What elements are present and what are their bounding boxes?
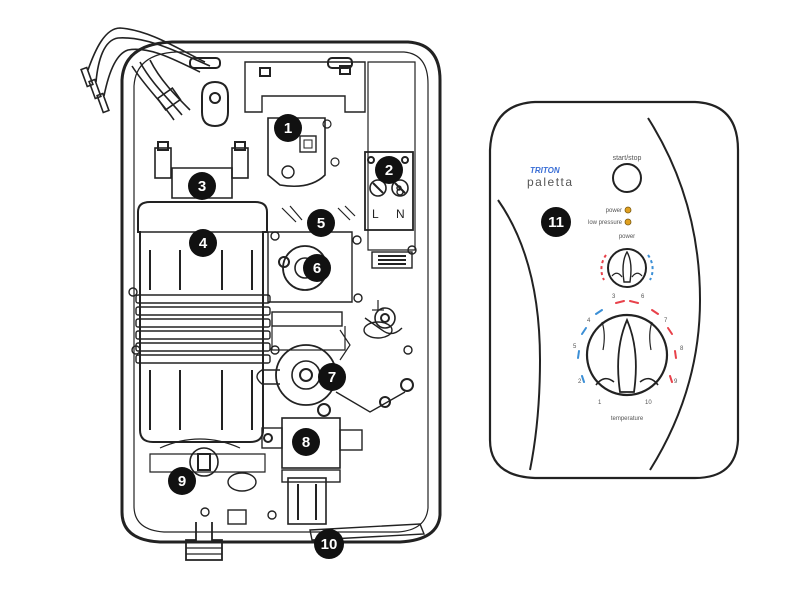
svg-text:5: 5 xyxy=(573,344,577,350)
callout-4: 4 xyxy=(189,229,217,257)
start-stop-button[interactable] xyxy=(612,163,642,193)
low-pressure-led xyxy=(624,218,632,226)
pressure-switch-body xyxy=(267,117,326,188)
svg-text:4: 4 xyxy=(587,318,591,324)
callout-10: 10 xyxy=(314,529,344,559)
callout-8: 8 xyxy=(292,428,320,456)
callout-9: 9 xyxy=(168,467,196,495)
svg-text:8: 8 xyxy=(302,434,310,451)
low-pressure-led-label: low pressure xyxy=(588,220,623,226)
mount-slot xyxy=(189,57,221,69)
heater-ribs xyxy=(135,294,271,364)
svg-text:8: 8 xyxy=(680,346,684,352)
callout-11: 11 xyxy=(541,207,571,237)
temperature-scale-numbers: 3 6 4 7 5 8 2 9 1 10 xyxy=(573,294,684,406)
temperature-scale-marks xyxy=(577,300,677,383)
svg-text:3: 3 xyxy=(612,294,616,300)
callout-5: 5 xyxy=(307,209,335,237)
power-knob-label: power xyxy=(619,234,635,240)
svg-text:1: 1 xyxy=(284,120,292,137)
svg-text:7: 7 xyxy=(664,318,668,324)
screws xyxy=(128,185,417,520)
svg-text:6: 6 xyxy=(313,260,321,277)
power-led xyxy=(624,206,632,214)
svg-text:9: 9 xyxy=(674,379,678,385)
callout-1: 1 xyxy=(274,114,302,142)
svg-text:11: 11 xyxy=(548,214,564,231)
svg-text:1: 1 xyxy=(598,400,602,406)
svg-text:2: 2 xyxy=(578,379,582,385)
power-led-label: power xyxy=(606,208,622,214)
svg-text:10: 10 xyxy=(645,400,652,406)
svg-text:2: 2 xyxy=(385,162,393,179)
power-knob[interactable] xyxy=(600,248,654,288)
svg-text:7: 7 xyxy=(328,369,336,386)
svg-text:10: 10 xyxy=(321,536,338,553)
unit-casing xyxy=(120,40,442,544)
model-name: paletta xyxy=(527,175,574,189)
terminal-block xyxy=(364,151,414,231)
terminal-live-label: L xyxy=(372,207,379,221)
terminal-neutral-label: N xyxy=(396,207,405,221)
temperature-knob[interactable] xyxy=(585,313,669,397)
front-panel: TRITON paletta start/stop power low pres… xyxy=(488,100,740,480)
start-stop-label: start/stop xyxy=(613,155,642,162)
svg-text:9: 9 xyxy=(178,473,186,490)
unit-casing-inner xyxy=(133,51,429,533)
svg-text:4: 4 xyxy=(199,235,208,252)
keyhole-slot xyxy=(201,80,229,128)
brand-logo: TRITON xyxy=(530,166,560,175)
temperature-label: temperature xyxy=(611,416,644,422)
callout-3: 3 xyxy=(188,172,216,200)
panel-outline xyxy=(488,100,740,480)
svg-text:3: 3 xyxy=(198,178,206,195)
keyhole-hole xyxy=(209,92,221,104)
wires xyxy=(80,27,211,121)
callout-7: 7 xyxy=(318,363,346,391)
shower-unit-internal xyxy=(80,27,442,561)
svg-text:5: 5 xyxy=(317,215,325,232)
heater-can xyxy=(137,201,268,443)
callout-6: 6 xyxy=(303,254,331,282)
svg-text:6: 6 xyxy=(641,294,645,300)
callout-2: 2 xyxy=(375,156,403,184)
